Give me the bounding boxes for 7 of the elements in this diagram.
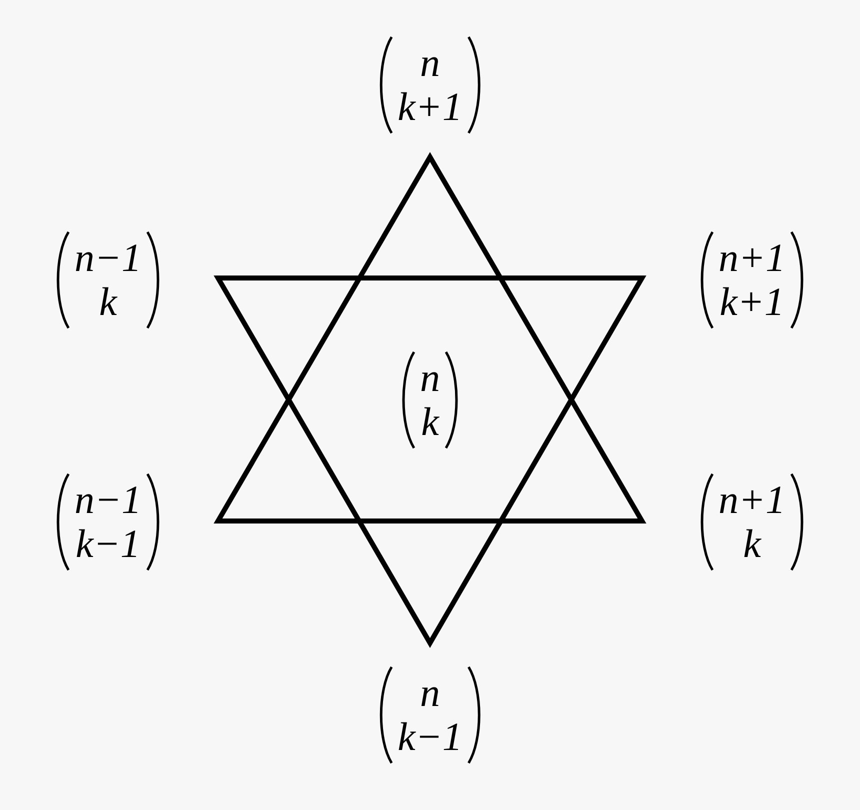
- binomial-coefficient: n k: [419, 356, 441, 444]
- binomial-coefficient: n+1 k+1: [718, 236, 786, 324]
- binomial-coefficient: n−1 k−1: [74, 478, 142, 566]
- binomial-coefficient: n k+1: [396, 41, 464, 129]
- binomial-coefficient: n−1 k: [74, 236, 142, 324]
- binomial-coefficient: n k−1: [396, 671, 464, 759]
- binomial-coefficient: n+1 k: [718, 478, 786, 566]
